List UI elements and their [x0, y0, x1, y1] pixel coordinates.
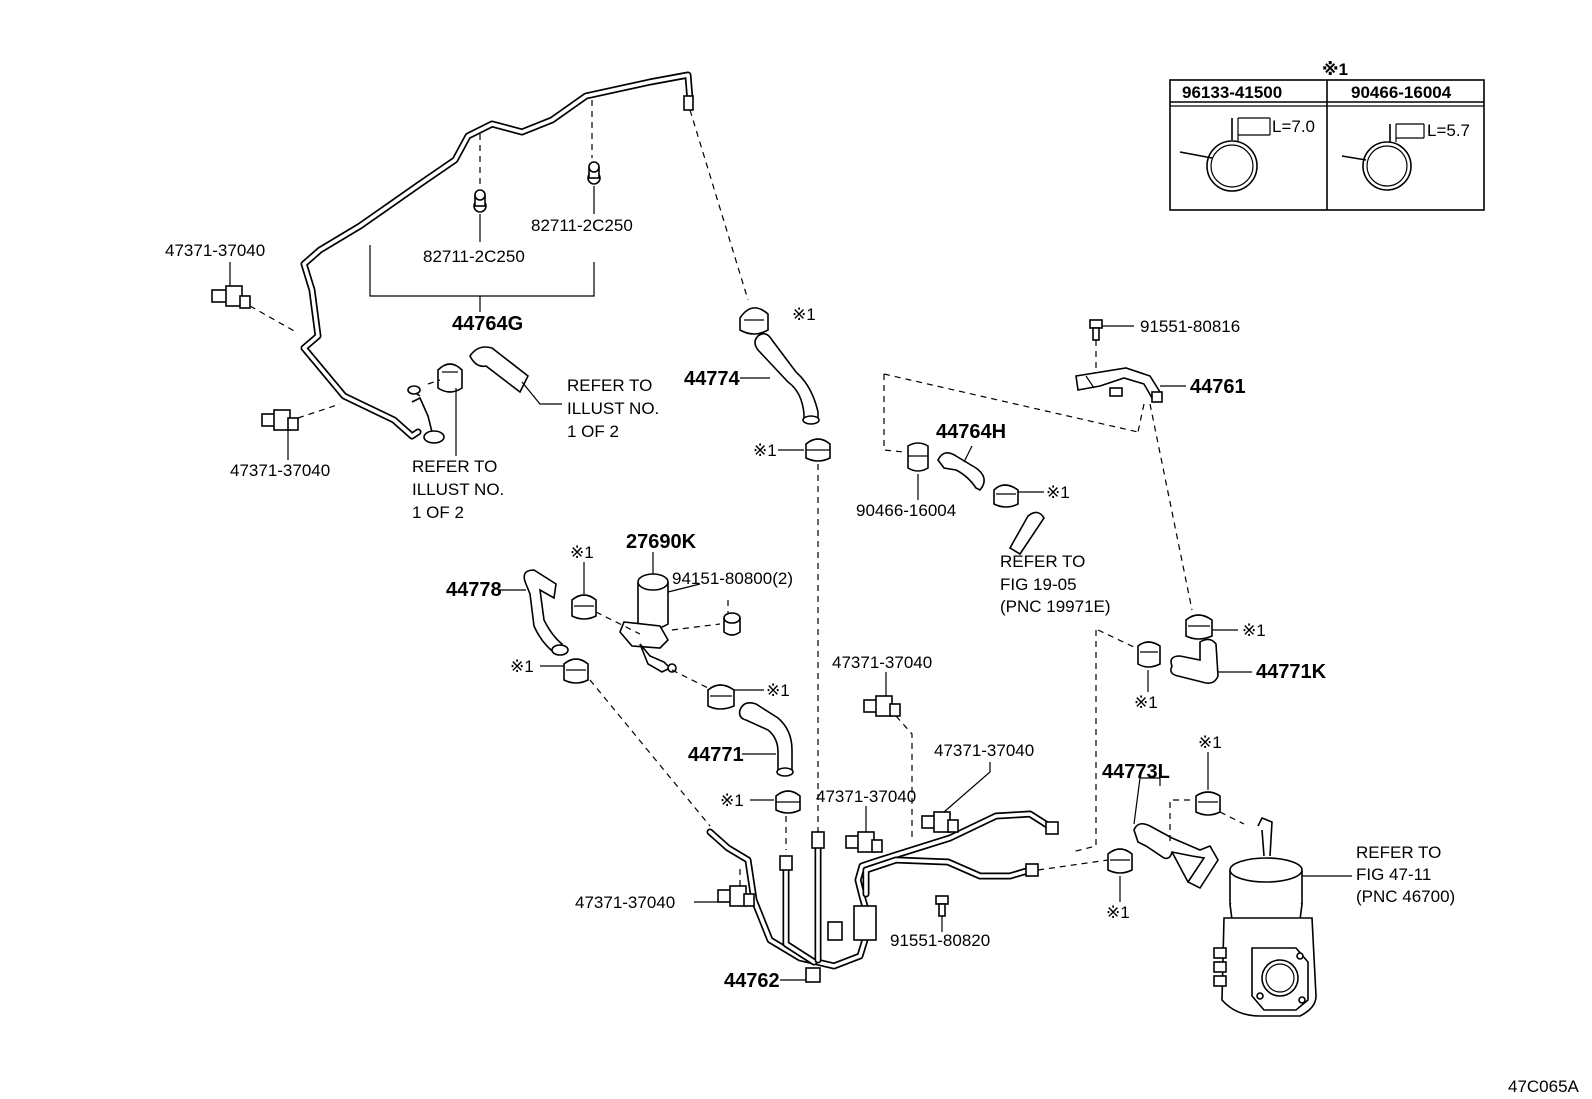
label-44778: 44778 — [446, 579, 502, 601]
hose-44771k — [1170, 638, 1219, 684]
legend-dim-1: L=7.0 — [1272, 117, 1315, 136]
pipe-44761 — [1075, 367, 1163, 403]
label-91551-80816: 91551-80816 — [1140, 317, 1240, 336]
mark-5: ※1 — [1134, 693, 1158, 712]
legend-dim-2: L=5.7 — [1427, 121, 1470, 140]
vsv-27690k — [619, 573, 677, 673]
hose-44764h — [937, 452, 985, 491]
mark-7: ※1 — [510, 657, 534, 676]
charcoal-canister — [1213, 816, 1317, 1017]
ref-c-line-2: FIG 19-05 — [1000, 575, 1077, 594]
hose-clamp-44771-top — [707, 684, 735, 710]
legend-part-2: 90466-16004 — [1351, 83, 1452, 102]
mark-11: ※1 — [1198, 733, 1222, 752]
ref-d-line-3: (PNC 46700) — [1356, 887, 1455, 906]
pipe-44764g — [300, 71, 694, 444]
hose-clamp-44771k-top — [1185, 614, 1213, 640]
label-44761: 44761 — [1190, 376, 1246, 398]
hose-clamp-44764h-right — [993, 484, 1019, 508]
label-82711-a: 82711-2C250 — [531, 216, 633, 235]
ref-b-line-3: 1 OF 2 — [412, 503, 464, 522]
label-44764h: 44764H — [936, 421, 1006, 443]
hose-upper-left — [469, 346, 530, 394]
ref-a-line-3: 1 OF 2 — [567, 422, 619, 441]
hose-refer-19-05 — [1008, 511, 1045, 556]
hose-44778 — [523, 569, 569, 656]
mark-8: ※1 — [766, 681, 790, 700]
legend-part-1: 96133-41500 — [1182, 83, 1282, 102]
hose-clamp-44774-bottom — [805, 438, 831, 462]
hose-44773l — [1133, 822, 1219, 890]
clip-legend-table: ※1 96133-41500 90466-16004 L=7.0 — [1169, 60, 1485, 211]
clamp-icon-1 — [1179, 117, 1271, 192]
pipe-clamp-82711-a — [473, 189, 487, 213]
hose-clamp-upper-left — [427, 363, 463, 456]
hose-clamp-44773l-top — [1195, 791, 1221, 816]
label-44771: 44771 — [688, 744, 744, 766]
ref-c-line-3: (PNC 19971E) — [1000, 597, 1111, 616]
label-82711-b: 82711-2C250 — [423, 247, 525, 266]
clip-47371-f — [921, 811, 959, 833]
label-44771k: 44771K — [1256, 661, 1327, 683]
hose-clamp-44773l-left — [1107, 848, 1133, 874]
mark-2: ※1 — [753, 441, 777, 460]
label-47371-a: 47371-37040 — [165, 241, 265, 260]
bolt-91551-80820 — [935, 895, 949, 917]
label-91551-80820: 91551-80820 — [890, 931, 990, 950]
label-47371-d: 47371-37040 — [816, 787, 916, 806]
hose-clamp-90466 — [907, 442, 929, 472]
label-44773l: 44773L — [1102, 761, 1170, 783]
hose-clamp-44771-bottom — [775, 790, 801, 814]
grommet-94151 — [723, 612, 741, 636]
hose-clamp-44771k-left — [1137, 641, 1161, 668]
ref-b-line-1: REFER TO — [412, 457, 497, 476]
ref-c-line-1: REFER TO — [1000, 552, 1085, 571]
mark-3: ※1 — [1046, 483, 1070, 502]
label-47371-c: 47371-37040 — [575, 893, 675, 912]
label-47371-f: 47371-37040 — [934, 741, 1034, 760]
mark-10: ※1 — [1106, 903, 1130, 922]
clip-47371-a — [211, 285, 251, 309]
mark-9: ※1 — [720, 791, 744, 810]
hose-clamp-44774-top — [739, 307, 769, 335]
bolt-91551-80816 — [1089, 319, 1103, 341]
ref-b-line-2: ILLUST NO. — [412, 480, 504, 499]
hose-clamp-44778-bottom — [563, 658, 589, 684]
ref-a-line-2: ILLUST NO. — [567, 399, 659, 418]
mark-4: ※1 — [1242, 621, 1266, 640]
clip-47371-d — [845, 831, 883, 853]
pipe-44762 — [706, 810, 1059, 983]
clip-47371-c — [717, 885, 755, 907]
hose-44771 — [738, 702, 794, 777]
hose-44774 — [754, 332, 820, 425]
clamp-icon-2 — [1341, 123, 1425, 191]
ref-d-line-2: FIG 47-11 — [1356, 865, 1431, 884]
label-47371-b: 47371-37040 — [230, 461, 330, 480]
label-27690k: 27690K — [626, 531, 697, 553]
label-44774: 44774 — [684, 368, 740, 390]
mark-6: ※1 — [570, 543, 594, 562]
label-94151: 94151-80800(2) — [672, 569, 793, 588]
ref-a-line-1: REFER TO — [567, 376, 652, 395]
mark-1: ※1 — [792, 305, 816, 324]
diagram-code: 47C065A — [1508, 1077, 1580, 1096]
clip-47371-b — [261, 409, 299, 431]
label-44764g: 44764G — [452, 313, 523, 335]
label-90466: 90466-16004 — [856, 501, 956, 520]
pipe-clamp-82711-b — [587, 161, 601, 185]
hose-clamp-44778-top — [571, 594, 597, 620]
label-47371-e: 47371-37040 — [832, 653, 932, 672]
ref-d-line-1: REFER TO — [1356, 843, 1441, 862]
label-44762: 44762 — [724, 970, 780, 992]
clip-47371-e — [863, 695, 901, 717]
legend-mark: ※1 — [1322, 60, 1348, 79]
